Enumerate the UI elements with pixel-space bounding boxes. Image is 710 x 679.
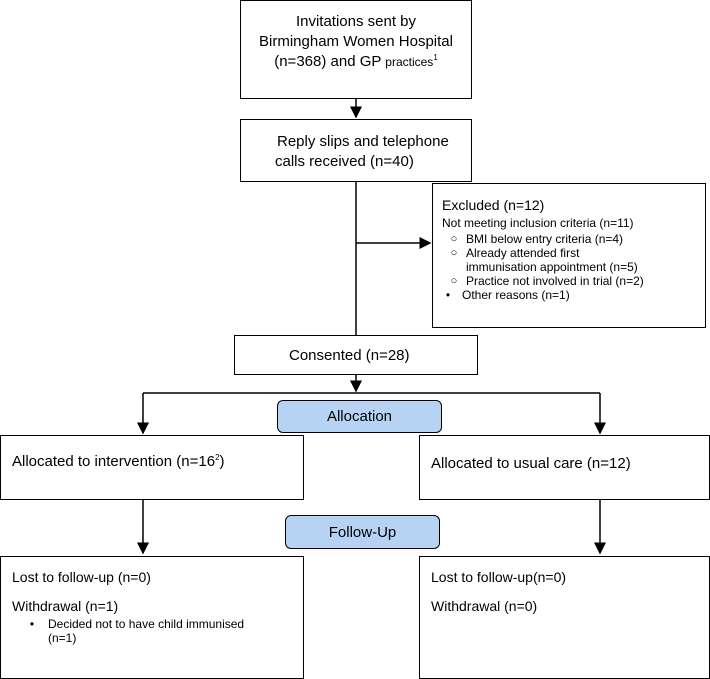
excluded-title: Excluded (n=12) [442,197,545,213]
right-withdrawal-label: Withdrawal (n=0) [431,598,538,614]
intervention-footnote: 2 [215,453,220,462]
hollow-bullet-icon: ○ [450,247,458,259]
replies-box: Reply slips and telephone calls received… [240,119,472,182]
left-followup-box: Lost to follow-up (n=0) Withdrawal (n=1)… [0,556,304,679]
excluded-subtitle: Not meeting inclusion criteria (n=11) [442,216,634,230]
allocation-stage: Allocation [277,400,442,433]
excluded-other: • Other reasons (n=1) [436,288,699,302]
invitations-line1: Invitations sent by [295,13,417,30]
replies-line1: Reply slips and telephone [277,133,449,150]
intervention-box: Allocated to intervention (n=162) [0,435,304,500]
left-withdrawal-reason: • Decided not to have child immunised (n… [20,617,303,645]
hollow-bullet-icon: ○ [450,275,458,287]
usual-care-label: Allocated to usual care (n=12) [431,455,631,472]
consented-label: Consented (n=28) [289,347,410,364]
bullet-icon: • [445,288,451,302]
right-lost-label: Lost to follow-up(n=0) [431,569,567,585]
usual-care-box: Allocated to usual care (n=12) [419,435,710,500]
bullet-icon: • [29,617,35,631]
excluded-item: ○ Already attended first immunisation ap… [442,246,699,274]
allocation-label: Allocation [326,408,393,425]
excluded-item-text: Already attended first immunisation appo… [466,246,638,274]
invitations-box: Invitations sent by Birmingham Women Hos… [240,0,472,99]
followup-label: Follow-Up [328,523,397,541]
invitations-footnote: 1 [433,53,438,62]
hollow-bullet-icon: ○ [450,233,458,245]
left-withdrawal-label: Withdrawal (n=1) [12,598,119,614]
replies-line2: calls received (n=40) [275,153,414,170]
excluded-other-text: Other reasons (n=1) [462,288,570,302]
intervention-close: ) [219,453,225,470]
right-followup-box: Lost to follow-up(n=0) Withdrawal (n=0) [419,556,710,679]
excluded-item: ○ BMI below entry criteria (n=4) [442,232,699,246]
invitations-line3a: (n=368) and GP [274,53,386,70]
invitations-line2: Birmingham Women Hospital [259,33,453,50]
invitations-line3b: practices [385,55,434,69]
followup-stage: Follow-Up [285,515,440,549]
excluded-box: Excluded (n=12) Not meeting inclusion cr… [432,183,706,328]
left-withdrawal-reason-text: Decided not to have child immunised (n=1… [48,617,245,645]
excluded-item: ○ Practice not involved in trial (n=2) [442,274,699,288]
left-lost-label: Lost to follow-up (n=0) [12,569,151,585]
consented-box: Consented (n=28) [234,335,478,375]
excluded-item-text: BMI below entry criteria (n=4) [466,232,624,246]
excluded-item-text: Practice not involved in trial (n=2) [466,274,644,288]
intervention-label: Allocated to intervention (n=16 [12,453,216,470]
